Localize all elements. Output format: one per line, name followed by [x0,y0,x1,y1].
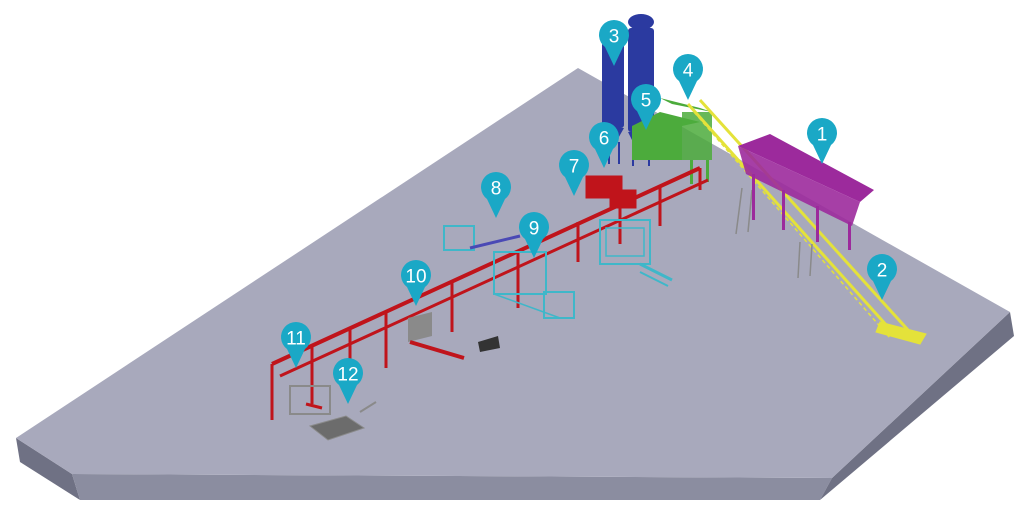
marker-pin-shape [481,172,511,218]
marker-pin-shape [807,117,838,164]
marker-12-unloading-station: 12 [333,358,363,404]
marker-pin-shape [599,20,629,66]
unloading-area [289,385,377,441]
marker-pin-shape [559,149,590,196]
block-stacker [493,251,575,319]
marker-number-label: 7 [569,157,580,178]
marker-number-label: 4 [683,61,694,82]
marker-10-transfer-cart: 10 [401,260,431,306]
floor-side-right [820,312,1014,500]
marker-number-label: 11 [286,329,306,350]
marker-number-label: 9 [529,219,540,240]
marker-3-cement-silo: 3 [599,20,629,66]
marker-4-screw-conveyor: 4 [673,54,703,100]
marker-6-feeding-station: 6 [589,121,620,168]
floor-top [16,68,1010,478]
marker-9-block-stacker: 9 [519,212,549,258]
marker-pin-shape [673,54,703,100]
marker-number-label: 5 [641,91,652,112]
mixer-structure [632,98,712,184]
marker-7-block-machine: 7 [559,149,590,196]
marker-pin-shape [519,212,549,258]
batcher-hopper [738,134,874,250]
marker-number-label: 10 [405,267,426,288]
marker-11-lifting-station: 11 [281,322,312,368]
marker-8-pallet-feeder: 8 [481,172,511,218]
marker-number-label: 1 [817,125,828,146]
marker-pin-shape [631,84,662,130]
marker-pin-shape [867,254,898,300]
marker-pin-shape [401,260,431,306]
floor-slab [16,68,1014,500]
block-machine [599,219,673,287]
marker-5-concrete-mixer: 5 [631,84,662,130]
floor-side-front [16,438,80,500]
marker-number-label: 12 [337,365,358,386]
conveyor-legs [735,187,813,279]
marker-number-label: 6 [599,129,610,150]
marker-number-label: 2 [877,261,888,282]
transfer-cart [408,312,500,360]
marker-1-aggregate-batcher-hopper: 1 [807,117,838,164]
belt-conveyor [686,98,927,345]
marker-pin-shape [281,322,312,368]
marker-2-inclined-belt-conveyor: 2 [867,254,898,300]
floor-side-bottom [72,474,832,500]
marker-number-label: 8 [491,179,502,200]
marker-number-label: 3 [609,27,620,48]
pallet-feeder [443,225,521,251]
marker-pin-shape [589,121,620,168]
marker-pin-shape [333,358,363,404]
